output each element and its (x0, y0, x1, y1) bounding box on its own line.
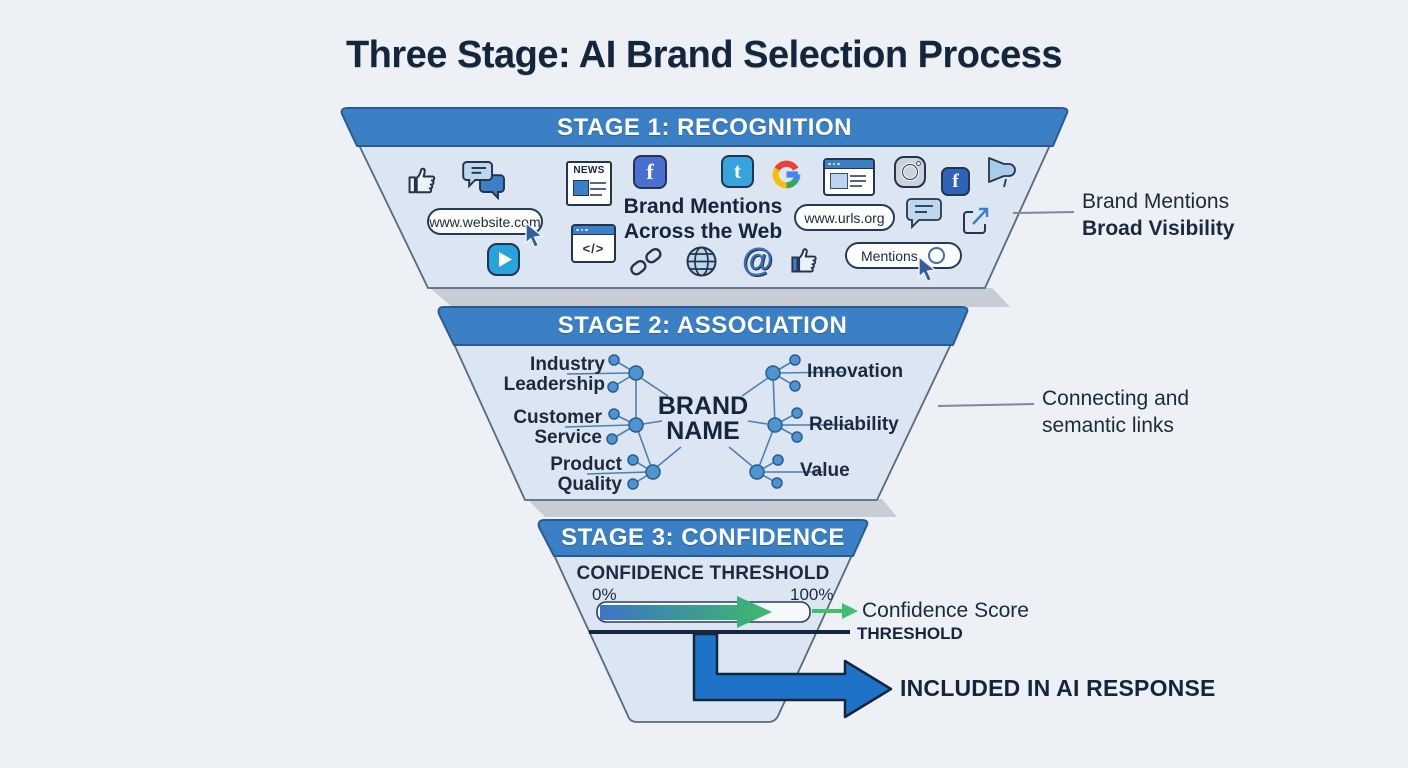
stage1-center-text: Brand Mentions Across the Web (603, 194, 803, 244)
globe-icon (684, 244, 719, 284)
megaphone-icon (980, 155, 1020, 196)
mentions-search-pill: Mentions (845, 242, 962, 269)
association-label-innovation: Innovation (807, 361, 904, 382)
browser-line (850, 175, 866, 177)
threshold-label: THRESHOLD (857, 624, 963, 643)
news-icon: NEWS (566, 161, 612, 206)
news-icon-line (590, 188, 606, 190)
website-url-text: www.website.com (429, 213, 541, 230)
website-url-pill: www.website.com (427, 208, 543, 235)
stage1-annotation-line2: Broad Visibility (1082, 217, 1235, 240)
pct-0-label: 0% (592, 585, 617, 604)
confidence-bar-fill-arrow (600, 596, 772, 628)
urls-text: www.urls.org (804, 209, 885, 226)
stage1-shadow (430, 288, 1010, 307)
page-title: Three Stage: AI Brand Selection Process (345, 34, 1063, 76)
stage1-header-bar (340, 107, 1069, 147)
facebook-letter: f (646, 159, 654, 184)
cursor-icon (917, 255, 941, 287)
browser-content-block (830, 173, 848, 189)
news-icon-image (573, 180, 589, 196)
stage2-annotation-line1: Connecting and (1042, 387, 1190, 410)
facebook-icon-small: f (941, 167, 970, 196)
included-in-ai-response-label: INCLUDED IN AI RESPONSE (900, 675, 1216, 701)
stage1-annotation-line1: Brand Mentions (1082, 190, 1230, 213)
stage2-annotation: Connecting and semantic links (1042, 385, 1189, 439)
code-label: </> (582, 241, 605, 256)
confidence-threshold-title: CONFIDENCE THRESHOLD (576, 563, 830, 584)
external-link-icon (959, 204, 993, 243)
stage2-annotation-line2: semantic links (1042, 414, 1174, 437)
stage3-header: STAGE 3: CONFIDENCE (561, 524, 845, 551)
stage2-annotation-line (937, 403, 1035, 407)
instagram-icon (893, 155, 927, 194)
mentions-circle-icon (927, 247, 945, 264)
thumbs-up-icon (406, 159, 444, 202)
stage1-annotation: Brand Mentions Broad Visibility (1082, 188, 1235, 242)
browser-titlebar (825, 160, 873, 169)
stage2-header-bar (437, 306, 969, 346)
link-chain-icon (628, 244, 664, 285)
thumbs-up-icon-small (789, 240, 825, 281)
code-window-icon: </> (571, 224, 616, 263)
news-icon-line (590, 182, 606, 184)
included-response-arrow (692, 632, 893, 719)
news-icon-label: NEWS (573, 165, 605, 176)
association-network-nodes (606, 354, 803, 490)
cursor-icon (524, 221, 548, 253)
tumblr-letter: t (734, 159, 741, 183)
at-sign-icon: @ (739, 242, 775, 278)
speech-bubble-icon (905, 196, 945, 239)
urls-pill: www.urls.org (794, 204, 895, 231)
browser-line (850, 185, 862, 187)
stage1-annotation-line (1012, 211, 1075, 214)
pct-100-label: 100% (790, 585, 834, 604)
mentions-text: Mentions (861, 247, 918, 264)
association-label-value: Value (800, 460, 850, 481)
association-label-reliability: Reliability (809, 414, 899, 435)
stage1-center-line1: Brand Mentions (623, 195, 783, 218)
confidence-score-arrow (812, 603, 858, 619)
browser-line (850, 180, 866, 182)
facebook-letter: f (952, 170, 959, 192)
code-window-titlebar (573, 226, 614, 235)
stage2-header: STAGE 2: ASSOCIATION (557, 312, 848, 339)
browser-window-icon (823, 158, 875, 196)
tumblr-icon: t (721, 155, 754, 188)
at-symbol: @ (741, 241, 773, 278)
stage3-header-bar (537, 519, 869, 557)
play-button-icon (486, 242, 521, 282)
facebook-icon: f (633, 155, 667, 189)
confidence-score-label: Confidence Score (862, 599, 1029, 622)
stage2-shadow (527, 499, 897, 517)
google-icon (768, 156, 805, 198)
chat-bubbles-icon (462, 158, 510, 207)
stage1-center-line2: Across the Web (623, 220, 783, 243)
news-icon-line (590, 194, 602, 196)
stage1-header: STAGE 1: RECOGNITION (557, 114, 852, 141)
